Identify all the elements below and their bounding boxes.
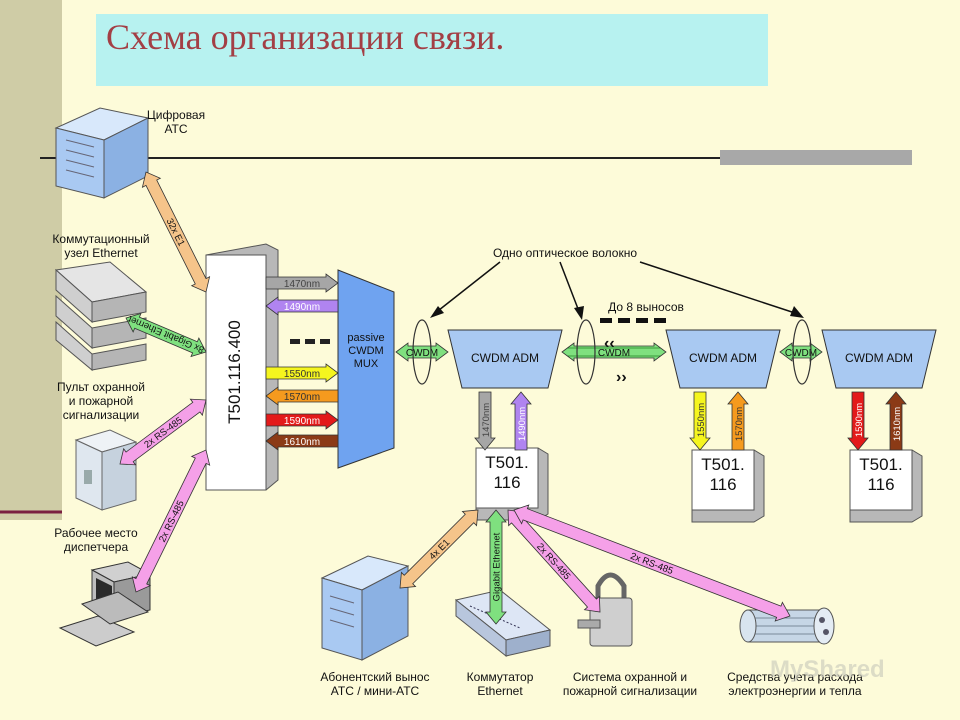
mux-wavelength-label: 1610nm xyxy=(284,437,320,448)
node-box-label-2: T501.116 xyxy=(859,455,902,494)
mux-wavelength-label: 1590nm xyxy=(284,416,320,427)
mux-wavelength-arrows: 1470nm 1490nm 1550nm 1570nm 1590nm 1610nm xyxy=(265,273,339,451)
cwdm-link-label: CWDM xyxy=(406,348,438,359)
mux-arrow-4 xyxy=(265,410,339,430)
cwdm-link-label: CWDM xyxy=(598,348,630,359)
title-banner: Схема организации связи. xyxy=(96,14,768,86)
link-e1-4: 4x E1 xyxy=(399,509,479,589)
digital-ats-icon xyxy=(54,107,150,199)
adm-shape-0 xyxy=(447,329,563,389)
ethernet-switch-icon xyxy=(454,589,552,658)
ellipsis-dashes xyxy=(290,339,330,344)
adm-arrow-2 xyxy=(689,391,711,451)
cwdm-link-0 xyxy=(395,342,449,362)
fiber-ellipse-1 xyxy=(576,319,596,385)
label-ethernet-switch: Коммутатор Ethernet xyxy=(466,670,534,698)
fiber-ellipses xyxy=(412,319,812,385)
page-title: Схема организации связи. xyxy=(106,17,505,57)
fiber-callout xyxy=(430,261,804,320)
node-box-label-1: T501.116 xyxy=(701,455,744,494)
main-unit-box: T501.116.400 xyxy=(205,243,279,491)
mux-wavelength-label: 1490nm xyxy=(284,302,320,313)
adm-wavelength-label: 1610nm xyxy=(892,407,903,441)
label-subscriber-ats: Абонентский вынос АТС / мини-АТС xyxy=(320,670,430,698)
subscriber-ats-icon xyxy=(320,555,410,661)
link-gbe: Gigabit Ethernet xyxy=(485,509,507,625)
mux-wavelength-label: 1470nm xyxy=(284,279,320,290)
break-mark-top: ‹‹ xyxy=(604,335,615,352)
cwdm-link-label: CWDM xyxy=(785,348,817,359)
label-security-system: Система охранной и пожарной сигнализации xyxy=(562,670,698,698)
meter-cylinder-icon xyxy=(739,607,835,645)
node-box-label-0: T501.116 xyxy=(485,453,528,492)
label-eth-node: Коммутационный узел Ethernet xyxy=(52,232,150,260)
break-mark-bottom: ›› xyxy=(616,369,627,386)
mux-wavelength-label: 1550nm xyxy=(284,369,320,380)
fiber-ellipse-0 xyxy=(412,319,432,385)
mux-arrow-5 xyxy=(265,431,339,451)
label-security-panel: Пульт охранной и пожарной сигнализации xyxy=(56,380,146,422)
label-dispatcher: Рабочее место диспетчера xyxy=(54,526,138,554)
label-digital-ats: Цифровая АТС xyxy=(146,108,206,136)
left-decor-strip xyxy=(0,0,62,520)
adm-arrow-0 xyxy=(474,391,496,451)
adm-shape-1 xyxy=(665,329,781,389)
adm-wavelength-label: 1590nm xyxy=(854,403,865,437)
adm-wavelength-arrows: 1470nm 1490nm 1550nm 1570nm 1590nm 1610nm xyxy=(474,391,907,451)
adm-label-0: CWDM ADM xyxy=(471,351,539,365)
node-box-0 xyxy=(475,447,539,509)
link-gbe-label: Gigabit Ethernet xyxy=(492,532,503,601)
adm-shape-2 xyxy=(821,329,937,389)
adm-wavelength-label: 1490nm xyxy=(517,407,528,441)
adm-wavelength-label: 1550nm xyxy=(696,403,707,437)
link-rs485-c-label: 2x RS-485 xyxy=(534,541,572,582)
adm-arrow-5 xyxy=(885,391,907,451)
node-units: T501.116 T501.116 T501.116 xyxy=(475,447,923,523)
label-metering: Средства учета расхода электроэнергии и … xyxy=(727,670,863,698)
padlock-icon xyxy=(577,572,633,647)
label-fiber: Одно оптическое волокно xyxy=(492,246,638,260)
link-rs485-b: 2x RS-485 xyxy=(131,449,211,593)
adm-arrow-3 xyxy=(727,391,749,451)
dispatcher-pc-icon xyxy=(58,561,152,647)
mux-arrow-2 xyxy=(265,363,339,383)
mux-arrow-0 xyxy=(265,273,339,293)
outs-dashes: ‹‹ ›› xyxy=(600,318,666,386)
watermark-logo: MyShared xyxy=(770,656,885,683)
adm-label-1: CWDM ADM xyxy=(689,351,757,365)
node-box-1 xyxy=(691,449,755,511)
cwdm-links: CWDM CWDM CWDM xyxy=(395,342,823,362)
adm-wavelength-label: 1470nm xyxy=(481,403,492,437)
mux-arrow-3 xyxy=(265,386,339,406)
mux-wavelength-label: 1570nm xyxy=(284,392,320,403)
adm-arrow-1 xyxy=(510,391,532,451)
adm-wavelength-label: 1570nm xyxy=(734,407,745,441)
mux-arrow-1 xyxy=(265,296,339,316)
adm-nodes: CWDM ADM CWDM ADM CWDM ADM xyxy=(447,329,937,389)
node-box-2 xyxy=(849,449,913,511)
adm-arrow-4 xyxy=(847,391,869,451)
security-panel-icon xyxy=(74,429,138,511)
fiber-ellipse-2 xyxy=(792,319,812,385)
link-rs485-d-label: 2x RS-485 xyxy=(629,551,675,577)
adm-label-2: CWDM ADM xyxy=(845,351,913,365)
label-outs: До 8 выносов xyxy=(608,300,684,314)
rule-accent xyxy=(720,150,912,165)
main-unit-label: T501.116.400 xyxy=(225,320,244,424)
cwdm-link-1 xyxy=(561,342,667,362)
